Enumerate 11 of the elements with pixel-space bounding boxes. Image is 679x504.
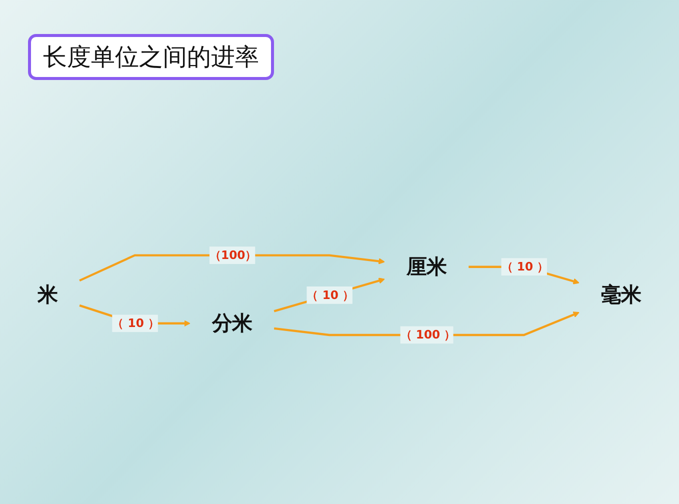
edge-label: （ 10 ） bbox=[306, 288, 353, 302]
title: 长度单位之间的进率 bbox=[28, 34, 274, 80]
node-text: 分米 bbox=[212, 310, 252, 335]
edge-label: （100） bbox=[209, 248, 256, 262]
edge-label: （ 100 ） bbox=[400, 328, 456, 342]
edge-label: （ 10 ） bbox=[501, 259, 548, 274]
arrow bbox=[274, 277, 385, 312]
node-text: 米 bbox=[38, 282, 58, 307]
node-text: 毫米 bbox=[600, 282, 642, 307]
edge-label: （ 10 ） bbox=[112, 316, 158, 330]
node-text: 厘米 bbox=[406, 254, 447, 278]
